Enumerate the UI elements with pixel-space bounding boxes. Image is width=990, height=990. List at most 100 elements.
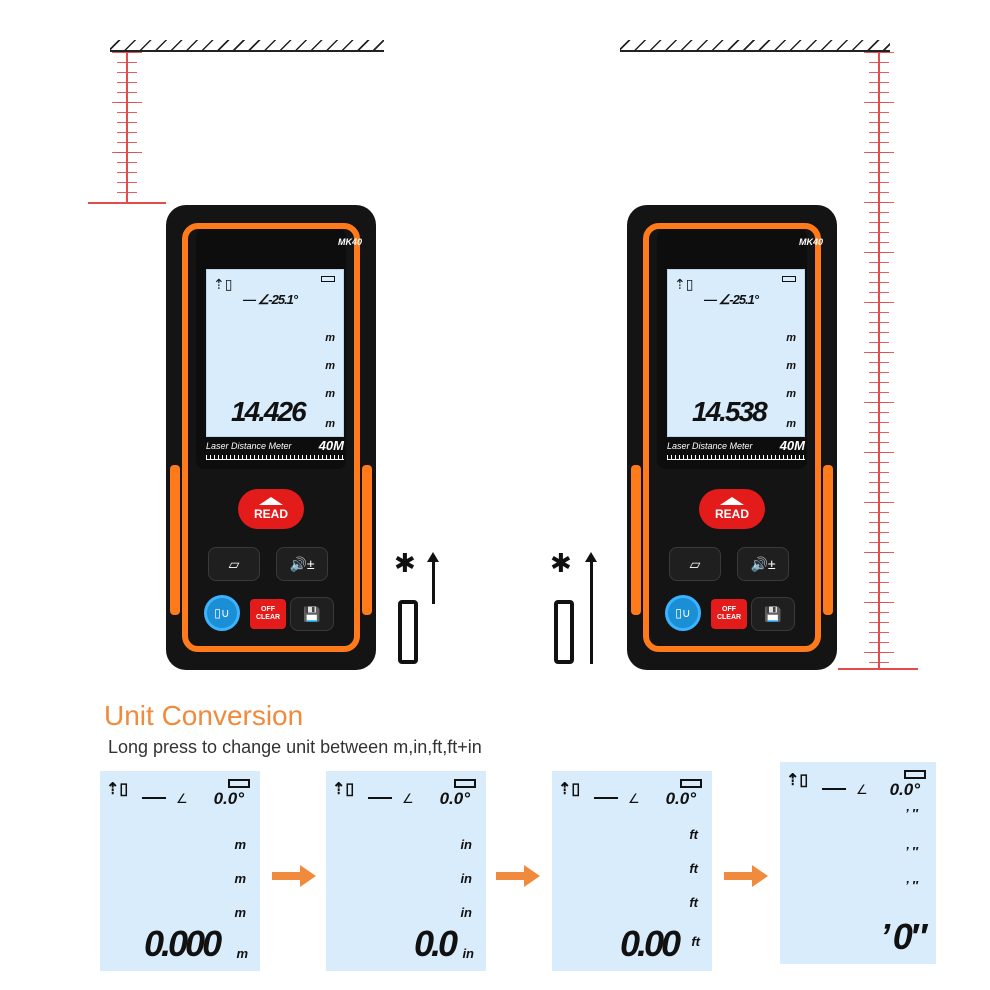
left-device: MK40 ⇡▯ — ∠-25.1° m m m 14.426 m Laser D… [166,205,376,670]
ceiling-hatch [110,40,384,50]
save-button[interactable]: 💾 [290,597,334,631]
read-button[interactable]: READ [699,489,765,529]
distance-mode-icon: ⇡▯ [674,276,694,292]
volume-button[interactable]: 🔊± [737,547,789,581]
main-reading: 0.00 [620,923,681,964]
device-grip-right [362,465,372,615]
front-reference-pictogram: ✱ [392,548,442,668]
ceiling-line [620,50,890,52]
up-arrow-icon [585,552,597,664]
unit-line-3: ’ ″ [905,878,918,893]
left-ceiling [110,40,384,52]
device-scale [667,455,805,460]
unit-line-2: ’ ″ [905,844,918,859]
right-device: MK40 ⇡▯ — ∠-25.1° m m m 14.538 m Laser D… [627,205,837,670]
angle-readout: — ∠-25.1° [704,292,759,307]
device-grip-left [631,465,641,615]
unit-line-2: m [786,360,796,372]
device-outline-icon [554,600,574,664]
rear-reference-pictogram: ✱ [548,548,598,668]
main-reading-unit: m [325,418,335,430]
unit-line-3: m [325,388,335,400]
save-icon: 💾 [764,605,782,622]
range-label: 40M [318,438,344,453]
distance-mode-icon: ⇡▯ [213,276,233,292]
lcd-screen: ⇡▯ — ∠-25.1° m m m 14.538 m [667,269,805,437]
distance-mode-icon: ⇡▯ [106,781,129,798]
unit-icon: ▯∪ [675,606,691,620]
right-measure-base [838,668,918,670]
unit-line-1: m [234,837,246,852]
model-label: MK40 [798,237,823,247]
right-ceiling [620,40,890,52]
model-label: MK40 [337,237,362,247]
ceiling-hatch [620,40,890,50]
main-reading: 0.0 [414,923,458,964]
battery-icon [321,276,335,282]
arrow-right-icon [272,865,316,887]
angle-readout: 0.0° [213,789,244,808]
device-grip-right [823,465,833,615]
laser-star-icon: ✱ [394,548,416,578]
unit-line-2: in [460,871,472,886]
dash-indicator [368,797,392,799]
unit-line-1: m [786,332,796,344]
battery-icon [228,779,250,788]
device-scale [206,455,344,460]
unit-line-3: m [786,388,796,400]
dash-indicator [142,797,166,799]
up-arrow-icon [427,552,439,604]
angle-icon: ∠ [628,791,640,806]
ruler-major-ticks [864,52,894,670]
unit-button[interactable]: ▯∪ [665,595,701,631]
battery-icon [454,779,476,788]
save-button[interactable]: 💾 [751,597,795,631]
arrow-right-icon [496,865,540,887]
unit-line-2: m [325,360,335,372]
area-icon: ▱ [228,555,240,572]
read-arrow-icon [259,497,283,505]
main-reading-unit: m [786,418,796,430]
area-button[interactable]: ▱ [669,547,721,581]
dash-indicator [822,788,846,790]
unit-button[interactable]: ▯∪ [204,595,240,631]
distance-mode-icon: ⇡▯ [558,781,581,798]
lcd-screen: ⇡▯ — ∠-25.1° m m m 14.426 m [206,269,344,437]
angle-icon: ∠ [176,791,188,806]
area-button[interactable]: ▱ [208,547,260,581]
device-grip-left [170,465,180,615]
range-label: 40M [779,438,805,453]
angle-readout: 0.0° [665,789,696,808]
device-bumper [643,223,821,652]
unit-line-1: m [325,332,335,344]
main-reading-unit: ft [691,934,700,949]
angle-icon: ∠ [402,791,414,806]
lcd-panel-feet: ⇡▯ ∠ 0.0° ft ft ft 0.00 ft [552,771,712,971]
ceiling-line [110,50,384,52]
left-measure-base [88,202,166,204]
unit-line-1: ft [689,827,698,842]
angle-readout: 0.0° [439,789,470,808]
main-reading: ’ 0″ [880,916,927,957]
area-icon: ▱ [689,555,701,572]
angle-readout: — ∠-25.1° [243,292,298,307]
right-laser-ruler [864,52,894,670]
battery-icon [680,779,702,788]
battery-icon [782,276,796,282]
distance-mode-icon: ⇡▯ [786,772,809,789]
main-reading: 14.426 [231,396,307,427]
read-button[interactable]: READ [238,489,304,529]
unit-line-3: m [234,905,246,920]
arrow-right-icon [724,865,768,887]
ruler-major-ticks [112,52,142,202]
volume-icon: 🔊± [750,555,776,572]
lcd-panel-meters: ⇡▯ ∠ 0.0° m m m 0.000 m [100,771,260,971]
unit-icon: ▯∪ [214,606,230,620]
volume-button[interactable]: 🔊± [276,547,328,581]
unit-line-3: ft [689,895,698,910]
dash-indicator [594,797,618,799]
